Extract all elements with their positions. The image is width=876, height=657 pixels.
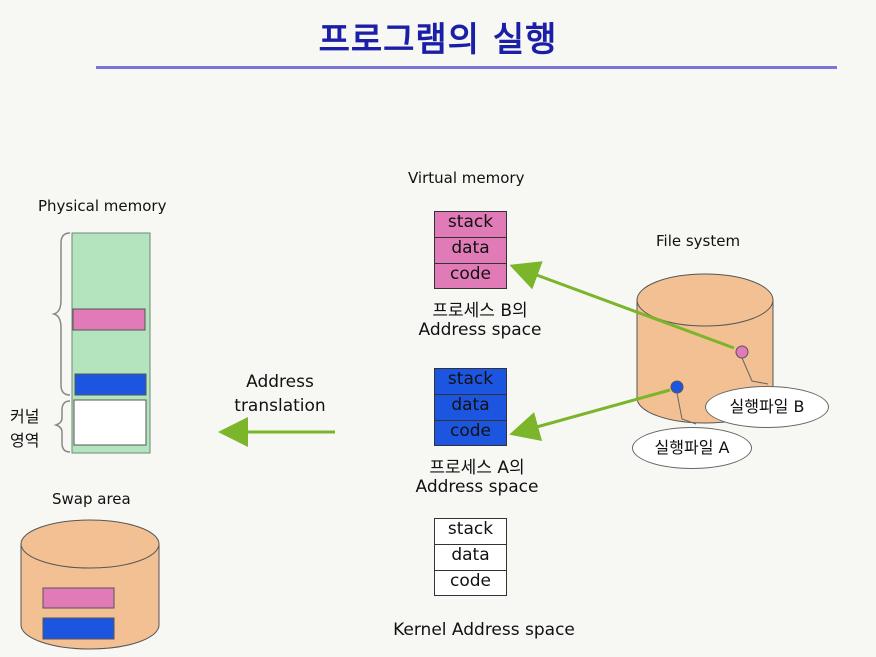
file-system-label: File system [656, 232, 741, 250]
physical-memory-label: Physical memory [38, 197, 167, 215]
kernel-region [73, 399, 147, 446]
arrow-file-a-to-code [509, 388, 671, 442]
process-b-stack: stack [434, 211, 507, 238]
physical-memory-page-a [74, 373, 147, 396]
kernel-address-space-label: Kernel Address space [393, 620, 575, 640]
swap-page-b [42, 587, 115, 609]
file-b-callout: 실행파일 B [705, 386, 829, 428]
process-a-stack: stack [434, 368, 507, 395]
file-b-callout-tail [741, 357, 769, 385]
kernel-region-label-line2: 영역 [10, 431, 40, 450]
kernel-stack: stack [434, 518, 507, 545]
kernel-region-label-line1: 커널 [10, 407, 40, 426]
process-a-code: code [434, 420, 507, 446]
user-region-brace [51, 232, 71, 396]
process-a-data: data [434, 394, 507, 421]
process-b-data: data [434, 237, 507, 264]
title-divider [96, 66, 837, 69]
swap-page-a [42, 617, 115, 640]
process-b-label-line2: Address space [418, 320, 542, 340]
process-a-label-line1: 프로세스 A의 [429, 458, 525, 478]
physical-memory-page-b [72, 308, 146, 331]
file-a-callout: 실행파일 A [632, 427, 752, 469]
page-title: 프로그램의 실행 [318, 20, 558, 60]
kernel-data: data [434, 544, 507, 571]
arrow-file-b-to-code [509, 261, 735, 350]
kernel-address-space: stack data code [434, 518, 507, 596]
process-b-label-line1: 프로세스 B의 [432, 301, 528, 321]
address-translation-line1: Address [246, 372, 314, 392]
virtual-memory-label: Virtual memory [408, 169, 525, 187]
kernel-region-brace [53, 400, 71, 453]
process-b-code: code [434, 263, 507, 289]
kernel-code: code [434, 570, 507, 596]
process-a-address-space: stack data code [434, 368, 507, 446]
swap-area-label: Swap area [52, 490, 131, 508]
process-a-label-line2: Address space [415, 477, 539, 497]
process-b-address-space: stack data code [434, 211, 507, 289]
file-a-dot [670, 380, 684, 394]
address-translation-line2: translation [234, 396, 326, 416]
file-b-dot [735, 345, 749, 359]
file-a-callout-tail [676, 392, 697, 425]
